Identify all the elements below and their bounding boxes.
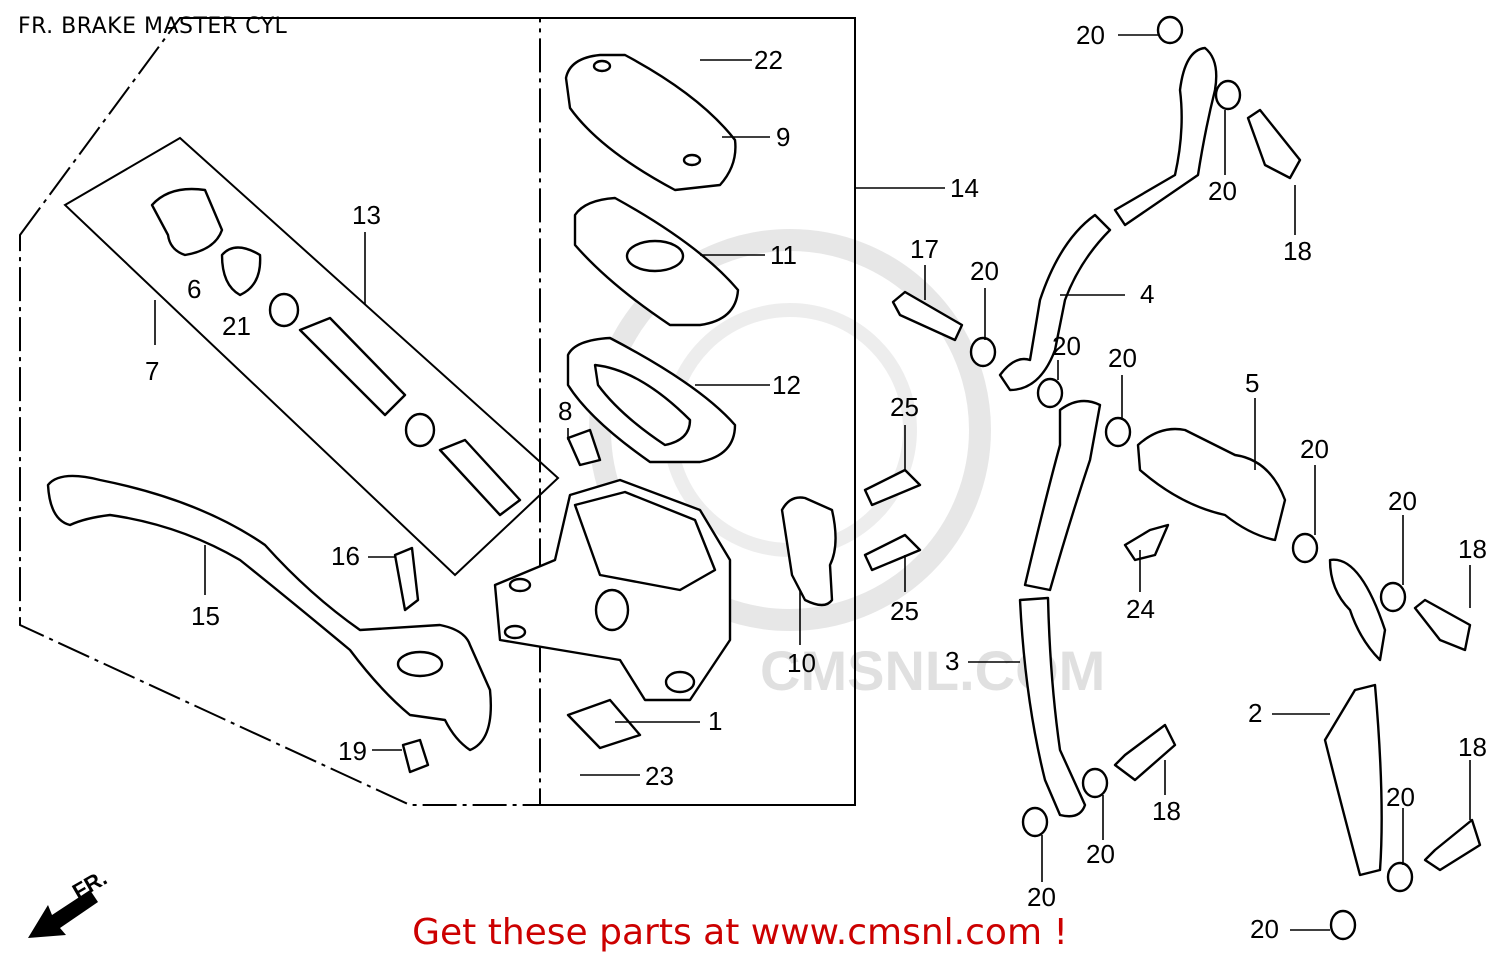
- brake-hose-lower: [1018, 596, 1087, 818]
- brake-light-switch: [566, 698, 642, 750]
- brake-hose-upper: [998, 213, 1112, 392]
- callout-label-12: 12: [772, 370, 801, 400]
- diaphragm: [566, 336, 737, 464]
- callout-label-20: 20: [1300, 434, 1329, 464]
- brake-hose-middle: [1023, 399, 1102, 592]
- brake-hose-top: [1113, 46, 1218, 227]
- callout-label-21: 21: [222, 311, 251, 341]
- callout-label-16: 16: [331, 541, 360, 571]
- callout-label-24: 24: [1126, 594, 1155, 624]
- brake-lever: [46, 474, 492, 752]
- three-way-joint: [1136, 427, 1287, 542]
- brake-hose-right-upper: [1328, 558, 1387, 662]
- bleed-screw: [566, 428, 602, 467]
- pivot-bolt: [393, 546, 420, 612]
- washer: [1329, 909, 1357, 941]
- lever-pivot: [396, 650, 444, 678]
- bolt-25-top: [863, 468, 922, 507]
- bolt-17: [891, 290, 964, 342]
- callout-label-23: 23: [645, 761, 674, 791]
- callout-label-10: 10: [787, 648, 816, 678]
- bolt-18-bottom: [1113, 723, 1177, 782]
- callout-label-3: 3: [945, 646, 959, 676]
- callout-label-20: 20: [1388, 486, 1417, 516]
- callout-label-20: 20: [1108, 343, 1137, 373]
- leader-lines: [154, 34, 1471, 931]
- callout-label-25: 25: [890, 596, 919, 626]
- bolt-18-bottom-right: [1423, 818, 1482, 872]
- callout-label-20: 20: [1027, 882, 1056, 912]
- pivot-nut: [401, 738, 430, 774]
- callout-label-22: 22: [754, 45, 783, 75]
- callout-label-7: 7: [145, 356, 159, 386]
- washer: [1021, 806, 1049, 838]
- callout-label-5: 5: [1245, 368, 1259, 398]
- callout-label-20: 20: [1086, 839, 1115, 869]
- washer: [1081, 767, 1109, 799]
- bolt-18-right: [1413, 598, 1472, 652]
- washer: [1379, 581, 1407, 613]
- callout-label-20: 20: [1208, 176, 1237, 206]
- boot: [150, 187, 224, 257]
- washer: [1156, 15, 1184, 45]
- washer: [1291, 532, 1319, 564]
- piston-kit-frame: [63, 136, 560, 577]
- reservoir-cap: [564, 53, 737, 192]
- callout-label-13: 13: [352, 200, 381, 230]
- bolt-18-top: [1246, 108, 1302, 180]
- callout-label-20: 20: [970, 256, 999, 286]
- callout-label-9: 9: [776, 122, 790, 152]
- brake-hose-right-lower: [1323, 683, 1383, 877]
- clamp-holder: [780, 496, 837, 607]
- master-cylinder-frame: [180, 17, 856, 806]
- callout-label-11: 11: [770, 240, 797, 270]
- washer: [1386, 861, 1414, 893]
- callout-label-20: 20: [1052, 331, 1081, 361]
- callout-label-2: 2: [1248, 698, 1262, 728]
- washer: [1036, 377, 1064, 409]
- washer: [1104, 416, 1132, 448]
- callout-label-18: 18: [1458, 534, 1487, 564]
- bolt-25-bottom: [863, 533, 922, 572]
- washer: [1214, 79, 1242, 111]
- callout-label-20: 20: [1250, 914, 1279, 944]
- callout-label-20: 20: [1076, 20, 1105, 50]
- callout-label-18: 18: [1283, 236, 1312, 266]
- circlip: [220, 246, 262, 297]
- callout-label-17: 17: [910, 234, 939, 264]
- callout-label-4: 4: [1140, 279, 1154, 309]
- piston-set: [268, 292, 522, 517]
- callout-label-18: 18: [1458, 732, 1487, 762]
- callout-label-6: 6: [187, 274, 201, 304]
- callout-label-1: 1: [708, 706, 722, 736]
- diaphragm-plate: [573, 196, 740, 327]
- callout-label-18: 18: [1152, 796, 1181, 826]
- washer: [969, 336, 997, 368]
- callout-label-20: 20: [1386, 782, 1415, 812]
- footer-link-text[interactable]: Get these parts at www.cmsnl.com !: [412, 912, 1068, 953]
- callout-label-25: 25: [890, 392, 919, 422]
- callout-label-15: 15: [191, 601, 220, 631]
- callout-label-8: 8: [558, 396, 572, 426]
- callout-label-14: 14: [950, 173, 979, 203]
- bolt-24: [1123, 523, 1170, 562]
- master-cylinder-body: [493, 478, 732, 702]
- front-label: FR.: [68, 865, 111, 904]
- callout-label-19: 19: [338, 736, 367, 766]
